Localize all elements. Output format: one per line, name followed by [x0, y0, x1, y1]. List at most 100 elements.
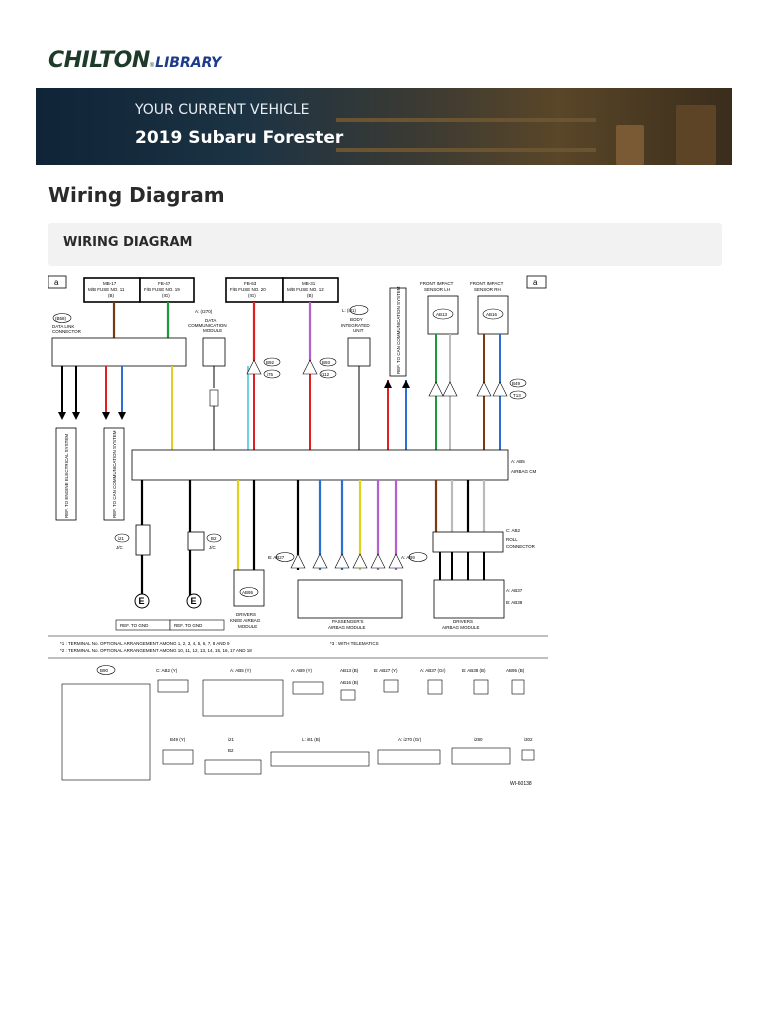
drivers-airbag-module: A: AB37 B: AB38 DRIVERS AIRBAG MODULE [433, 579, 523, 630]
connector-ab27: B: AB27 [268, 552, 295, 562]
joint-connector-b2: B2 J/C [187, 531, 222, 551]
ref-to-gnd-1: REF. TO GND [115, 619, 171, 631]
passengers-airbag-module: PASSENGER'S AIRBAG MODULE [297, 579, 403, 630]
front-impact-sensor-rh: FRONT IMPACT SENSOR RH AB16 [470, 281, 509, 335]
fuse-box-fb47: FB-47 F/B FUSE NO. 19 (IG) [139, 277, 195, 303]
logo-registered-mark: ® [149, 63, 155, 69]
svg-text:A: i270 (Gr): A: i270 (Gr) [398, 737, 422, 742]
svg-text:(B): (B) [307, 293, 314, 298]
svg-text:UNIT: UNIT [353, 328, 364, 333]
svg-text:MODULE: MODULE [238, 624, 257, 629]
svg-text:B49 (Y): B49 (Y) [170, 737, 186, 742]
chilton-library-logo[interactable]: CHILTON®LIBRARY [48, 48, 221, 76]
svg-text:INTEGRATED: INTEGRATED [341, 323, 370, 328]
svg-text:B90: B90 [100, 668, 109, 673]
svg-text:BODY: BODY [350, 317, 363, 322]
connector-ab9: A: AB9 [401, 552, 428, 562]
footnote-2: *2 : TERMINAL No. OPTIONAL ARRANGEMENT A… [60, 648, 252, 653]
data-link-connector: (B58) DATA LINK CONNECTOR [51, 313, 187, 367]
wiring-diagram: a a MB-17 M/B FUSE NO. 11 (B) FB-47 F/B … [48, 270, 548, 790]
svg-text:A: AB9: A: AB9 [401, 555, 415, 560]
svg-text:FRONT IMPACT: FRONT IMPACT [420, 281, 454, 286]
svg-text:AB13 (B): AB13 (B) [340, 668, 359, 673]
svg-text:DRIVERS: DRIVERS [453, 619, 473, 624]
svg-text:F/B FUSE NO. 20: F/B FUSE NO. 20 [230, 287, 266, 292]
connector-legend: B90 C: AB2 (Y) A: AB5 (Y) A: AB9 (Y) AB1… [61, 665, 535, 781]
corner-box-right [526, 275, 547, 289]
svg-text:M/B FUSE NO. 11: M/B FUSE NO. 11 [88, 287, 125, 292]
svg-text:FB-47: FB-47 [158, 281, 171, 286]
banner-can-decoration [616, 125, 644, 165]
svg-text:REF. TO GND: REF. TO GND [120, 623, 149, 628]
svg-text:(IG): (IG) [248, 293, 256, 298]
svg-text:i21: i21 [228, 737, 235, 742]
svg-text:i21: i21 [118, 536, 125, 541]
svg-text:J/C: J/C [209, 545, 217, 550]
svg-text:B: AB27 (Y): B: AB27 (Y) [374, 668, 398, 673]
section-header: WIRING DIAGRAM [48, 223, 722, 266]
data-communication-module: A: (I270) DATA COMMUNICATION MODULE [188, 309, 227, 450]
svg-text:A: AB5: A: AB5 [511, 459, 525, 464]
svg-text:B: AB27: B: AB27 [268, 555, 285, 560]
airbag-control-module: A: AB5 AIRBAG CM [131, 449, 537, 481]
svg-text:AIRBAG MODULE: AIRBAG MODULE [442, 625, 480, 630]
svg-text:B49: B49 [512, 381, 521, 386]
ref-engine-electrical: REF. TO ENGINE ELECTRICAL SYSTEM [55, 427, 77, 521]
diagram-code: WI-60138 [510, 781, 532, 787]
svg-text:MODULE: MODULE [203, 328, 222, 333]
footnote-1: *1 : TERMINAL No. OPTIONAL ARRANGEMENT A… [60, 641, 230, 646]
svg-text:AIRBAG MODULE: AIRBAG MODULE [328, 625, 366, 630]
svg-text:E: E [139, 596, 145, 606]
svg-text:i280: i280 [474, 737, 483, 742]
connector-i75: i75 [263, 369, 281, 379]
svg-text:AB16: AB16 [486, 312, 498, 317]
svg-text:B2: B2 [211, 536, 217, 541]
svg-text:B92: B92 [266, 360, 275, 365]
ref-can-communication-2: REF. TO CAN COMMUNICATION SYSTEM [103, 427, 125, 521]
svg-text:CONNECTOR: CONNECTOR [506, 544, 536, 549]
svg-text:AB95 (B): AB95 (B) [506, 668, 525, 673]
svg-text:FRONT IMPACT: FRONT IMPACT [470, 281, 504, 286]
body-integrated-unit: L: (i81) BODY INTEGRATED UNIT [341, 305, 370, 450]
page-title: Wiring Diagram [48, 183, 225, 207]
drivers-knee-airbag-module: AB95 DRIVERS KNEE AIRBAG MODULE [230, 569, 265, 629]
connector-i112: i112 [319, 369, 337, 379]
svg-text:E: E [191, 596, 197, 606]
svg-text:B2: B2 [228, 748, 234, 753]
svg-text:CONNECTOR: CONNECTOR [52, 329, 82, 334]
connector-b49: B49 [509, 378, 527, 388]
svg-text:SENSOR LH: SENSOR LH [424, 287, 450, 292]
svg-text:AB13: AB13 [436, 312, 448, 317]
front-impact-sensor-lh: FRONT IMPACT SENSOR LH AB13 [420, 281, 459, 335]
connector-b92: B92 [263, 357, 281, 367]
svg-text:(B58): (B58) [55, 316, 67, 321]
svg-text:C: AB2 (Y): C: AB2 (Y) [156, 668, 178, 673]
svg-text:COMMUNICATION: COMMUNICATION [188, 323, 227, 328]
svg-text:ROLL: ROLL [506, 537, 518, 542]
svg-text:B93: B93 [322, 360, 331, 365]
svg-text:A: AB37: A: AB37 [506, 588, 523, 593]
svg-text:J/C: J/C [116, 545, 124, 550]
sensor-connector-triangles [428, 381, 508, 397]
svg-text:REF. TO ENGINE ELECTRICAL SYST: REF. TO ENGINE ELECTRICAL SYSTEM [64, 434, 69, 518]
lower-connector-triangles [290, 553, 404, 569]
svg-text:REF. TO CAN COMMUNICATION SYST: REF. TO CAN COMMUNICATION SYSTEM [396, 286, 401, 374]
svg-text:REF. TO CAN COMMUNICATION SYST: REF. TO CAN COMMUNICATION SYSTEM [112, 430, 117, 518]
svg-text:i302: i302 [524, 737, 533, 742]
svg-text:(B): (B) [108, 293, 115, 298]
ref-to-gnd-2: REF. TO GND [169, 619, 225, 631]
svg-text:i112: i112 [321, 372, 330, 377]
vehicle-name: 2019 Subaru Forester [135, 128, 344, 148]
logo-brand: CHILTON [48, 48, 150, 73]
logo-sub: LIBRARY [155, 55, 222, 71]
can-communication-ref: REF. TO CAN COMMUNICATION SYSTEM [389, 286, 407, 377]
fuse-box-fb63: FB-63 F/B FUSE NO. 20 (IG) [225, 277, 284, 303]
joint-connector-i21: i21 J/C [114, 524, 151, 556]
footnote-3: *3 : WITH TELEMATICS [330, 641, 379, 646]
roll-connector: C: AB2 ROLL CONNECTOR [432, 528, 536, 553]
svg-text:SENSOR RH: SENSOR RH [474, 287, 501, 292]
corner-label-right: a [533, 278, 538, 287]
svg-text:L: i81 (B): L: i81 (B) [302, 737, 321, 742]
svg-text:(IG): (IG) [162, 293, 170, 298]
banner-shelf-decoration [336, 148, 596, 152]
